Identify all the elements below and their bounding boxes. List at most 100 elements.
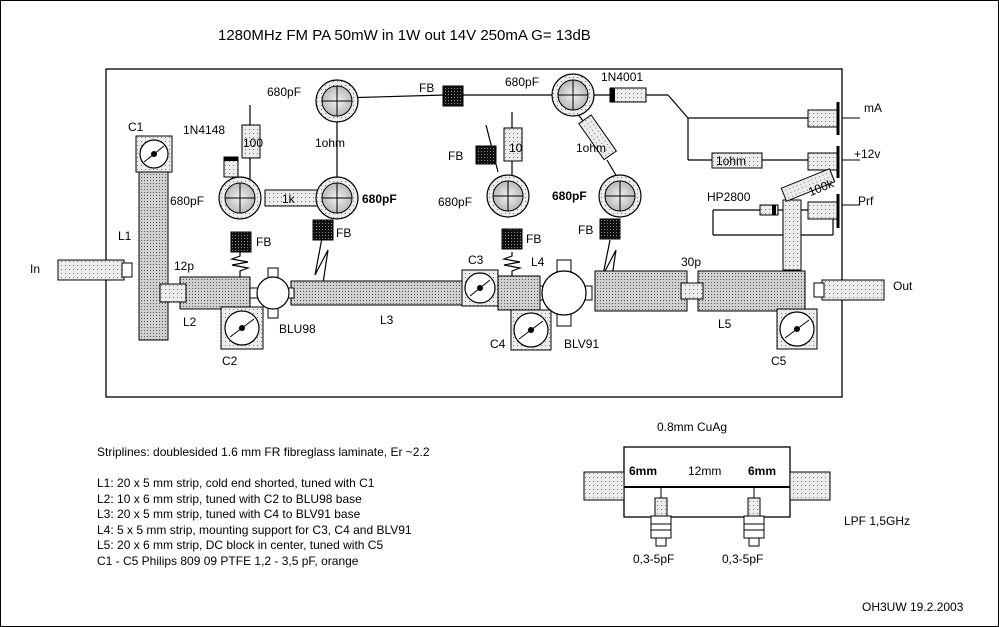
lpf-connector-left — [583, 471, 625, 501]
label-c1: C1 — [128, 120, 144, 134]
resistor-100k — [780, 168, 836, 202]
label-1n4148: 1N4148 — [183, 123, 225, 137]
label-fb-blu98-base: FB — [256, 235, 271, 249]
label-680pf-b: 680pF — [170, 194, 204, 208]
label-30p: 30p — [681, 255, 701, 269]
label-fb-top: FB — [419, 81, 434, 95]
note-line: C1 - C5 Philips 809 09 PTFE 1,2 - 3,5 pF… — [97, 553, 359, 568]
ferrite-beads — [230, 85, 621, 253]
label-blu98: BLU98 — [279, 322, 316, 336]
lpf-box — [623, 446, 791, 518]
input-connector — [57, 259, 125, 281]
cap-680pf-b — [218, 176, 262, 220]
ferrite-bead-mid — [475, 145, 497, 165]
construction-notes: Striplines: doublesided 1.6 mm FR fibreg… — [97, 445, 430, 569]
diode-hp2800 — [759, 204, 779, 216]
trimmer-c3 — [461, 269, 499, 307]
label-1n4001: 1N4001 — [601, 70, 643, 84]
trimmer-c5 — [776, 308, 818, 350]
label-l1: L1 — [118, 229, 132, 243]
input-connector-pin — [121, 262, 133, 278]
label-l3: L3 — [380, 313, 394, 327]
resistor-1ohm-b — [578, 114, 618, 161]
signature: OH3UW 19.2.2003 — [862, 600, 964, 614]
stripline-l4 — [497, 275, 541, 311]
label-c4: C4 — [490, 337, 506, 351]
cap-680pf-a — [315, 79, 359, 123]
label-1ohm-a: 1ohm — [315, 136, 345, 150]
ferrite-bead-blu98-base — [230, 231, 252, 253]
lpf-name: LPF 1,5GHz — [844, 514, 910, 528]
ferrite-bead-top — [442, 85, 464, 107]
feedthrough-12v — [807, 152, 839, 171]
label-c3: C3 — [468, 253, 484, 267]
label-l4: L4 — [531, 255, 545, 269]
label-c2: C2 — [222, 354, 238, 368]
lpf-seg-left: 6mm — [629, 464, 657, 478]
label-fb-blu98-collector: FB — [336, 226, 351, 240]
label-12p: 12p — [174, 259, 194, 273]
trimmer-c2 — [220, 306, 264, 350]
note-line: L1: 20 x 5 mm strip, cold end shorted, t… — [97, 476, 375, 490]
label-100: 100 — [243, 136, 263, 150]
lpf-cap-right: 0,3-5pF — [722, 552, 763, 566]
striplines — [57, 102, 885, 341]
label-1k: 1k — [282, 192, 296, 206]
label-out: Out — [893, 279, 913, 293]
feedthrough-prf — [807, 201, 839, 220]
pcb-outline — [105, 68, 843, 398]
label-l5: L5 — [718, 317, 732, 331]
label-fb-blv91-base: FB — [526, 232, 541, 246]
note-line: L3: 20 x 5 mm strip, tuned with C4 to BL… — [97, 507, 361, 521]
ferrite-bead-blv91-collector — [599, 218, 621, 240]
lpf-seg-right: 6mm — [748, 464, 776, 478]
note-line — [97, 461, 430, 477]
diode-1n4001 — [609, 87, 647, 103]
stripline-l5-right — [697, 270, 806, 312]
cap-680pf-f — [598, 174, 642, 218]
lpf-wire-label: 0.8mm CuAg — [657, 420, 727, 434]
cap-680pf-c — [315, 176, 359, 220]
trimmer-caps — [139, 139, 818, 351]
lpf-seg-mid: 12mm — [688, 464, 721, 478]
feedthrough-ma — [807, 109, 839, 128]
note-line: L5: 20 x 6 mm strip, DC block in center,… — [97, 538, 384, 552]
label-fb-blv91-collector: FB — [578, 223, 593, 237]
label-prf: Prf — [858, 194, 874, 208]
resistor-100 — [241, 124, 261, 159]
stripline-l5-left — [594, 270, 688, 312]
ferrite-bead-blv91-base — [501, 228, 523, 250]
trimmer-c1 — [139, 139, 169, 169]
note-line: L4: 5 x 5 mm strip, mounting support for… — [97, 522, 412, 537]
label-12v: +12v — [854, 147, 880, 161]
stripline-l2 — [179, 276, 251, 310]
transistor-blv91 — [539, 259, 593, 327]
cap-680pf-d — [551, 73, 595, 117]
stripline-l1 — [138, 164, 169, 341]
lpf-detail: 0.8mm CuAg 6mm 12mm 6mm 0,3-5pF 0,3-5pF … — [583, 420, 910, 566]
note-line: Striplines: doublesided 1.6 mm FR fibreg… — [97, 445, 430, 459]
lpf-cap-left: 0,3-5pF — [633, 552, 674, 566]
decoupling-caps — [218, 73, 642, 220]
title: 1280MHz FM PA 50mW in 1W out 14V 250mA G… — [218, 27, 591, 44]
output-connector-pin — [813, 282, 825, 298]
label-680pf-d: 680pF — [505, 75, 539, 89]
cap-680pf-e — [486, 174, 530, 218]
lpf-connector-right — [789, 471, 831, 501]
resistors — [223, 87, 763, 207]
label-blv91: BLV91 — [564, 337, 599, 351]
label-ma: mA — [864, 101, 882, 115]
transistor-blu98 — [249, 267, 295, 319]
label-c5: C5 — [771, 354, 787, 368]
stripline-l3 — [290, 280, 467, 306]
label-1ohm-b: 1ohm — [576, 141, 606, 155]
cap-12p — [159, 283, 187, 303]
label-680pf-e: 680pF — [438, 195, 472, 209]
label-l2: L2 — [183, 315, 197, 329]
label-10: 10 — [509, 141, 523, 155]
output-connector — [821, 279, 885, 301]
l5-feed-choke — [782, 199, 802, 271]
trimmer-c4 — [510, 309, 552, 351]
ferrite-bead-blu98-collector — [312, 219, 334, 241]
